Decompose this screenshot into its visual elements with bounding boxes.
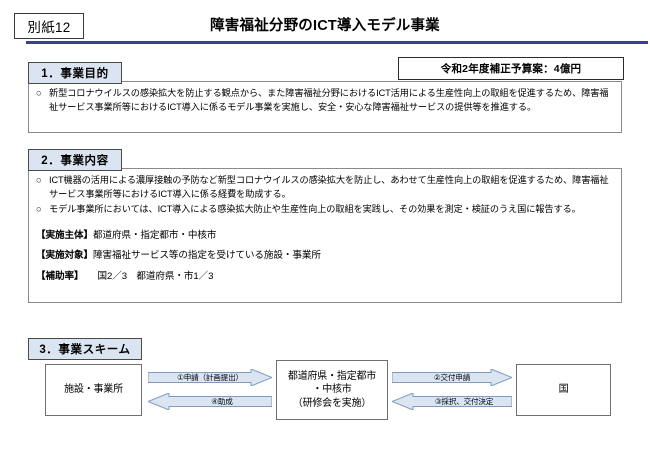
document-header: 別紙12 障害福祉分野のICT導入モデル事業 xyxy=(0,0,650,45)
detail-value: 国2／3 都道府県・市1／3 xyxy=(97,270,214,282)
detail-value: 都道府県・指定都市・中核市 xyxy=(92,229,217,241)
scheme-diagram: 施設・事業所 都道府県・指定都市 ・中核市 （研修会を実施） 国 ①申請（計画提… xyxy=(0,355,650,445)
bullet-marker: ○ xyxy=(36,203,42,214)
scheme-arrow-subsidy: ④助成 xyxy=(148,393,272,410)
bullet-marker: ○ xyxy=(36,88,42,98)
scheme-node-facility-label: 施設・事業所 xyxy=(64,384,123,396)
bullet-text: ICT機器の活用による濃厚接触の予防など新型コロナウイルスの感染拡大を防止し、あ… xyxy=(49,175,609,199)
budget-box: 令和2年度補正予算案：4億円 xyxy=(398,57,624,80)
section-tab-scheme: 3．事業スキーム xyxy=(28,338,142,360)
scheme-arrow-grant-request: ②交付申請 xyxy=(392,369,512,386)
scheme-node-prefecture: 都道府県・指定都市 ・中核市 （研修会を実施） xyxy=(276,360,388,420)
scheme-arrow-subsidy-label: ④助成 xyxy=(211,397,233,406)
scheme-arrow-grant-request-label: ②交付申請 xyxy=(433,373,471,382)
detail-label: 【補助率】 xyxy=(36,270,84,282)
scheme-node-nation: 国 xyxy=(516,364,611,416)
detail-row-subsidy-rate: 【補助率】 国2／3 都道府県・市1／3 xyxy=(36,270,614,284)
scheme-node-nation-label: 国 xyxy=(558,384,569,396)
scheme-arrow-grant-decision-label: ③採択、交付決定 xyxy=(434,397,494,406)
detail-row-target: 【実施対象】障害福祉サービス等の指定を受けている施設・事業所 xyxy=(36,249,614,263)
scheme-node-prefecture-label: 都道府県・指定都市 ・中核市 （研修会を実施） xyxy=(287,371,377,409)
bullet-text: モデル事業所においては、ICT導入による感染拡大防止や生産性向上の取組を実践し、… xyxy=(49,203,581,214)
bullet-item: ○ モデル事業所においては、ICT導入による感染拡大防止や生産性向上の取組を実践… xyxy=(36,203,614,217)
scheme-arrow-application-label: ①申請（計画提出） xyxy=(177,373,243,382)
title-divider xyxy=(26,41,648,44)
section-body-purpose: ○ 新型コロナウイルスの感染拡大を防止する観点から、また障害福祉分野におけるIC… xyxy=(28,81,622,133)
page-title: 障害福祉分野のICT導入モデル事業 xyxy=(210,18,440,34)
scheme-node-facility: 施設・事業所 xyxy=(45,364,142,416)
scheme-arrow-grant-decision: ③採択、交付決定 xyxy=(392,393,512,410)
bullet-text: 新型コロナウイルスの感染拡大を防止する観点から、また障害福祉分野におけるICT活… xyxy=(49,88,609,112)
detail-label: 【実施主体】 xyxy=(36,229,93,241)
section-body-content: ○ ICT機器の活用による濃厚接触の予防など新型コロナウイルスの感染拡大を防止し… xyxy=(28,168,622,303)
bullet-item: ○ ICT機器の活用による濃厚接触の予防など新型コロナウイルスの感染拡大を防止し… xyxy=(36,174,614,202)
detail-row-subject: 【実施主体】都道府県・指定都市・中核市 xyxy=(36,229,614,243)
scheme-arrow-application: ①申請（計画提出） xyxy=(148,369,272,386)
detail-label: 【実施対象】 xyxy=(36,250,93,262)
section-tab-content: 2．事業内容 xyxy=(28,149,122,171)
appendix-badge: 別紙12 xyxy=(14,13,84,39)
bullet-marker: ○ xyxy=(36,175,42,185)
detail-value: 障害福祉サービス等の指定を受けている施設・事業所 xyxy=(92,250,321,262)
bullet-item: ○ 新型コロナウイルスの感染拡大を防止する観点から、また障害福祉分野におけるIC… xyxy=(36,87,614,115)
section-tab-purpose: 1．事業目的 xyxy=(28,62,122,84)
